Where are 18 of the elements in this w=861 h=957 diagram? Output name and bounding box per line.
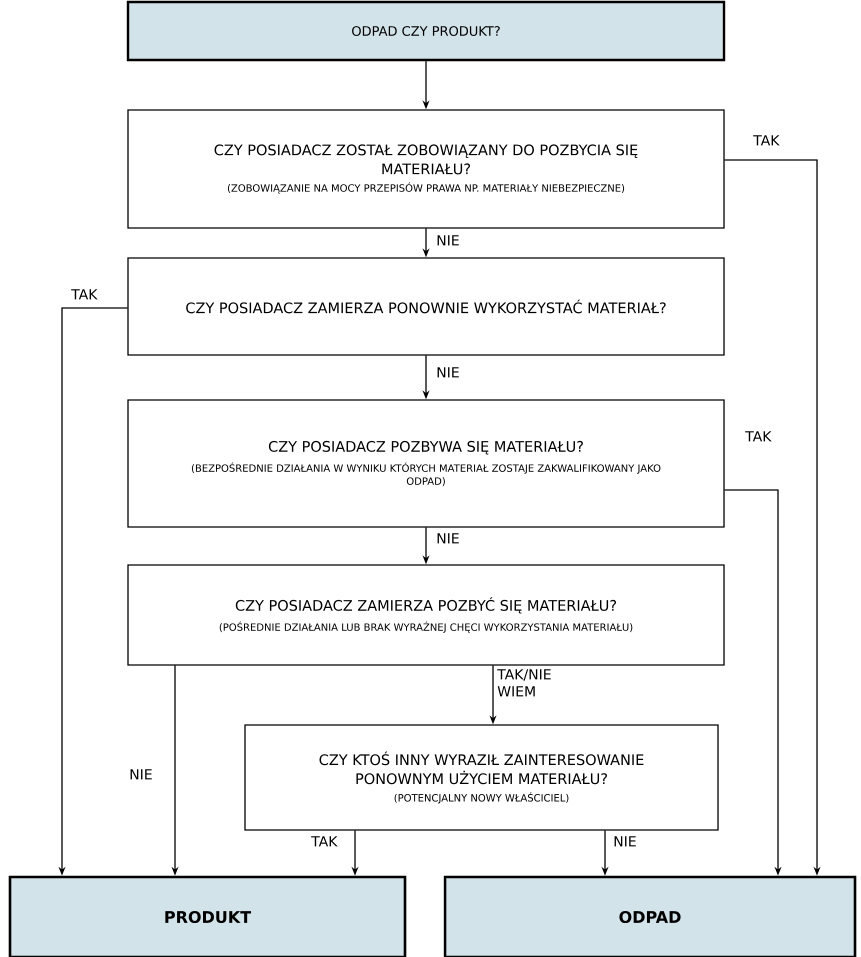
edge-label: NIE <box>612 835 638 848</box>
question-box: CZY POSIADACZ ZAMIERZA PONOWNIE WYKORZYSTAĆ MATERIAŁ? <box>127 257 725 356</box>
edge-label: TAK <box>744 430 772 442</box>
result-box: PRODUKT <box>8 876 406 957</box>
question-box: CZY POSIADACZ ZAMIERZA POZBYĆ SIĘ MATERIAŁU? (POŚREDNIE DZIAŁANIA LUB BRAK WYRAŹNEJ CHĘCI WYKORZYSTANIA MATERIAŁU) <box>127 564 725 666</box>
result-box: ODPAD <box>444 876 856 957</box>
edge-label: NIE <box>435 234 461 246</box>
edge-label: TAK/NIE WIEM <box>496 668 558 698</box>
edge-label: NIE <box>128 768 154 780</box>
edge-label: TAK <box>752 134 780 146</box>
edge-label: NIE <box>435 532 461 544</box>
edge-label: TAK <box>310 835 338 848</box>
question-box: CZY POSIADACZ ZOSTAŁ ZOBOWIĄZANY DO POZBYCIA SIĘ MATERIAŁU? (ZOBOWIĄZANIE NA MOCY PRZEPISÓW PRAWA NP. MATERIAŁY NIEBEZPIECZNE) <box>127 109 725 229</box>
question-box: CZY KTOŚ INNY WYRAZIŁ ZAINTERESOWANIE PONOWNYM UŻYCIEM MATERIAŁU? (POTENCJALNY NOWY WŁAŚCICIEL) <box>244 724 719 831</box>
terminal-box: ODPAD CZY PRODUKT? <box>126 0 726 62</box>
edge-label: TAK <box>70 288 98 300</box>
edge-label: NIE <box>435 366 461 378</box>
question-box: CZY POSIADACZ POZBYWA SIĘ MATERIAŁU? (BEZPOŚREDNIE DZIAŁANIA W WYNIKU KTÓRYCH MATERIAŁ ZOSTAJE ZAKWALIFIKOWANY JAKO ODPAD) <box>127 399 725 528</box>
